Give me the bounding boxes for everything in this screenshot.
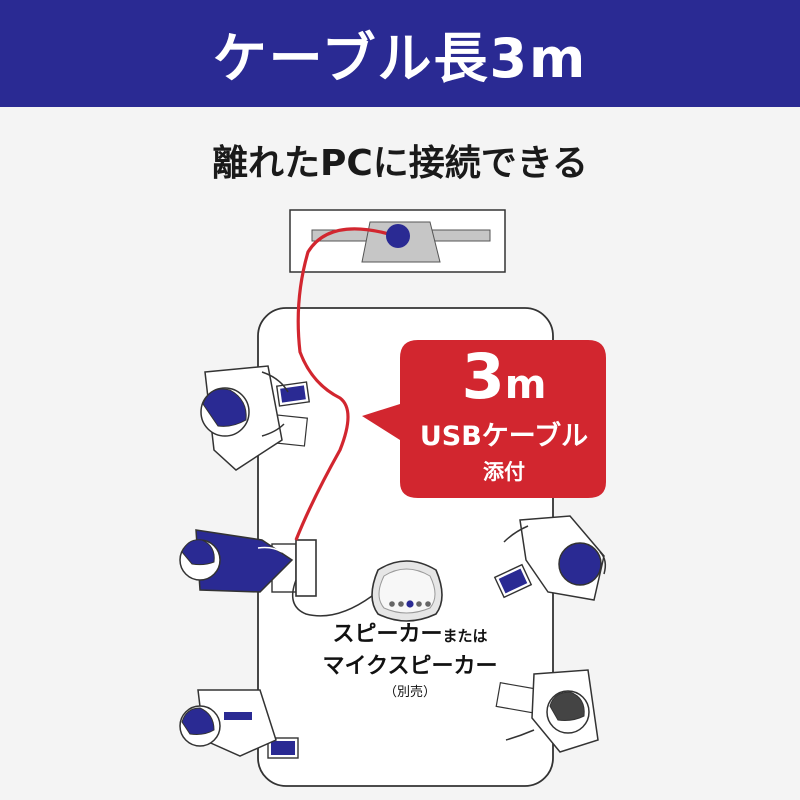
tablet-icons	[267, 381, 541, 759]
speaker-cable	[291, 579, 373, 617]
speaker-label: スピーカーまたは マイクスピーカー （別売）	[300, 620, 520, 703]
person-middle-right	[503, 515, 607, 601]
person-bottom-left	[179, 689, 277, 757]
speaker-label-line2: マイクスピーカー	[322, 654, 498, 679]
speaker-note: （別売）	[383, 685, 436, 700]
callout-length-unit: m	[504, 362, 547, 408]
callout-length-number: 3	[461, 340, 505, 413]
speaker-label-main: スピーカー	[332, 622, 443, 647]
person-bottom-right	[505, 669, 599, 753]
callout-length: 3m	[400, 344, 608, 418]
header-banner: ケーブル長3m	[0, 0, 800, 107]
usb-cable	[294, 227, 397, 541]
callout-sub-label: 添付	[483, 460, 525, 484]
usb-connector-dot	[386, 224, 410, 248]
page-subtitle: 離れたPCに接続できる	[211, 143, 589, 184]
speaker-label-or: または	[442, 627, 488, 645]
person-middle-left	[179, 529, 294, 593]
callout-bubble	[362, 340, 606, 498]
banner-title: ケーブル長3m	[212, 27, 588, 90]
callout-cable-label: USBケーブル	[419, 421, 589, 452]
person-top-left	[200, 365, 289, 471]
speaker-device	[371, 560, 443, 622]
